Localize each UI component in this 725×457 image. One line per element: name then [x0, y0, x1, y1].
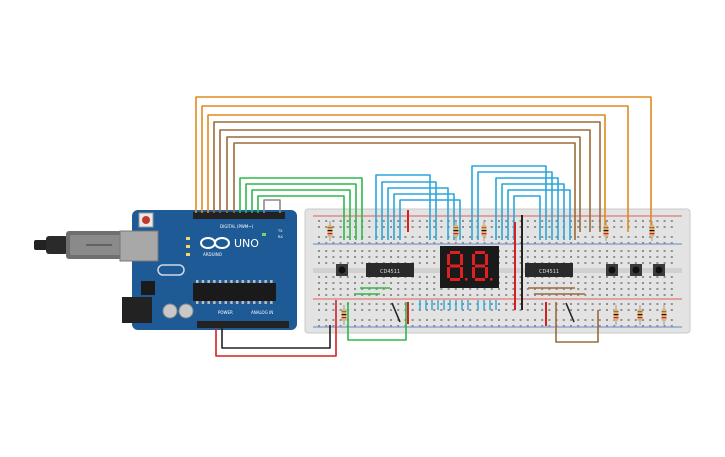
push-buttons	[336, 264, 665, 276]
usb-plug-tip	[34, 240, 48, 250]
wire-green[interactable]	[245, 183, 357, 240]
digit-2	[472, 251, 493, 281]
led-indicator	[186, 253, 190, 256]
chip-label: CD4511	[380, 269, 400, 275]
wire-green[interactable]	[347, 302, 407, 341]
wire-gray[interactable]	[263, 199, 281, 213]
usb-cable	[46, 236, 68, 254]
wire-blue[interactable]	[513, 195, 541, 240]
capacitor	[178, 303, 194, 319]
wire-red[interactable]	[215, 300, 337, 357]
reset-button[interactable]	[142, 216, 150, 224]
wire-blue[interactable]	[399, 199, 461, 240]
tx-label: TX	[277, 229, 283, 233]
push-button-3[interactable]	[630, 264, 642, 276]
seven-segment-display[interactable]	[440, 246, 499, 288]
arduino-logo-icon	[200, 237, 230, 249]
power-analog-header	[197, 321, 289, 328]
digital-header	[193, 212, 285, 219]
capacitor	[162, 303, 178, 319]
wire-blue[interactable]	[471, 165, 547, 240]
wire-blue[interactable]	[477, 171, 553, 240]
regulator	[141, 281, 155, 295]
wire-blue[interactable]	[381, 181, 437, 240]
wire-brown[interactable]	[233, 142, 576, 240]
wire-blue[interactable]	[495, 177, 559, 240]
push-button-1[interactable]	[336, 264, 348, 276]
resistor-top-1[interactable]	[327, 221, 333, 241]
resistor-top-4[interactable]	[603, 221, 609, 241]
usb-jack	[119, 230, 159, 262]
push-button-4[interactable]	[653, 264, 665, 276]
wire-black[interactable]	[221, 325, 331, 349]
wire-green[interactable]	[239, 177, 363, 240]
decoder-chip-left[interactable]: CD4511	[366, 263, 414, 277]
rx-label: RX	[278, 235, 283, 239]
resistor-top-3[interactable]	[481, 221, 487, 241]
resistor-top-5[interactable]	[649, 221, 655, 241]
digital-label: DIGITAL (PWM~)	[220, 224, 254, 229]
wire-brown[interactable]	[226, 136, 581, 232]
logo-text: ARDUINO	[203, 252, 222, 257]
atmega-chip	[193, 283, 276, 301]
wire-green[interactable]	[251, 189, 351, 240]
crystal	[157, 264, 185, 276]
wire-orange[interactable]	[207, 114, 606, 232]
resistor-bottom-4[interactable]	[661, 305, 667, 325]
wire-black[interactable]	[391, 302, 401, 323]
wire-green[interactable]	[257, 195, 345, 240]
wire-orange[interactable]	[195, 96, 652, 232]
analog-label: ANALOG IN	[251, 310, 273, 315]
resistor-bottom-2[interactable]	[613, 305, 619, 325]
decoder-chip-right[interactable]: CD4511	[525, 263, 573, 277]
resistor-top-2[interactable]	[453, 221, 459, 241]
wire-blue[interactable]	[393, 193, 455, 240]
wire-blue[interactable]	[501, 183, 565, 240]
chip-label: CD4511	[539, 269, 559, 275]
wire-brown[interactable]	[555, 302, 599, 343]
arduino-uno-board[interactable]: UNO ARDUINO DIGITAL (PWM~) POWER ANALOG …	[34, 210, 297, 330]
power-jack	[122, 297, 152, 323]
wire-black[interactable]	[565, 302, 575, 323]
led-indicator	[186, 245, 190, 248]
resistors	[327, 221, 667, 325]
wire-brown[interactable]	[213, 121, 601, 232]
led-indicator	[262, 233, 266, 236]
wire-blue[interactable]	[387, 187, 449, 240]
resistor-bottom-1[interactable]	[341, 305, 347, 325]
power-label: POWER	[218, 310, 233, 315]
wire-blue[interactable]	[375, 174, 431, 240]
wire-orange[interactable]	[201, 105, 629, 232]
resistor-bottom-3[interactable]	[637, 305, 643, 325]
led-indicator	[186, 237, 190, 240]
wires	[195, 96, 652, 357]
board-brand: UNO	[234, 237, 259, 250]
push-button-2[interactable]	[606, 264, 618, 276]
digit-1	[447, 251, 468, 281]
wire-blue[interactable]	[507, 189, 571, 240]
wire-brown[interactable]	[219, 129, 591, 232]
